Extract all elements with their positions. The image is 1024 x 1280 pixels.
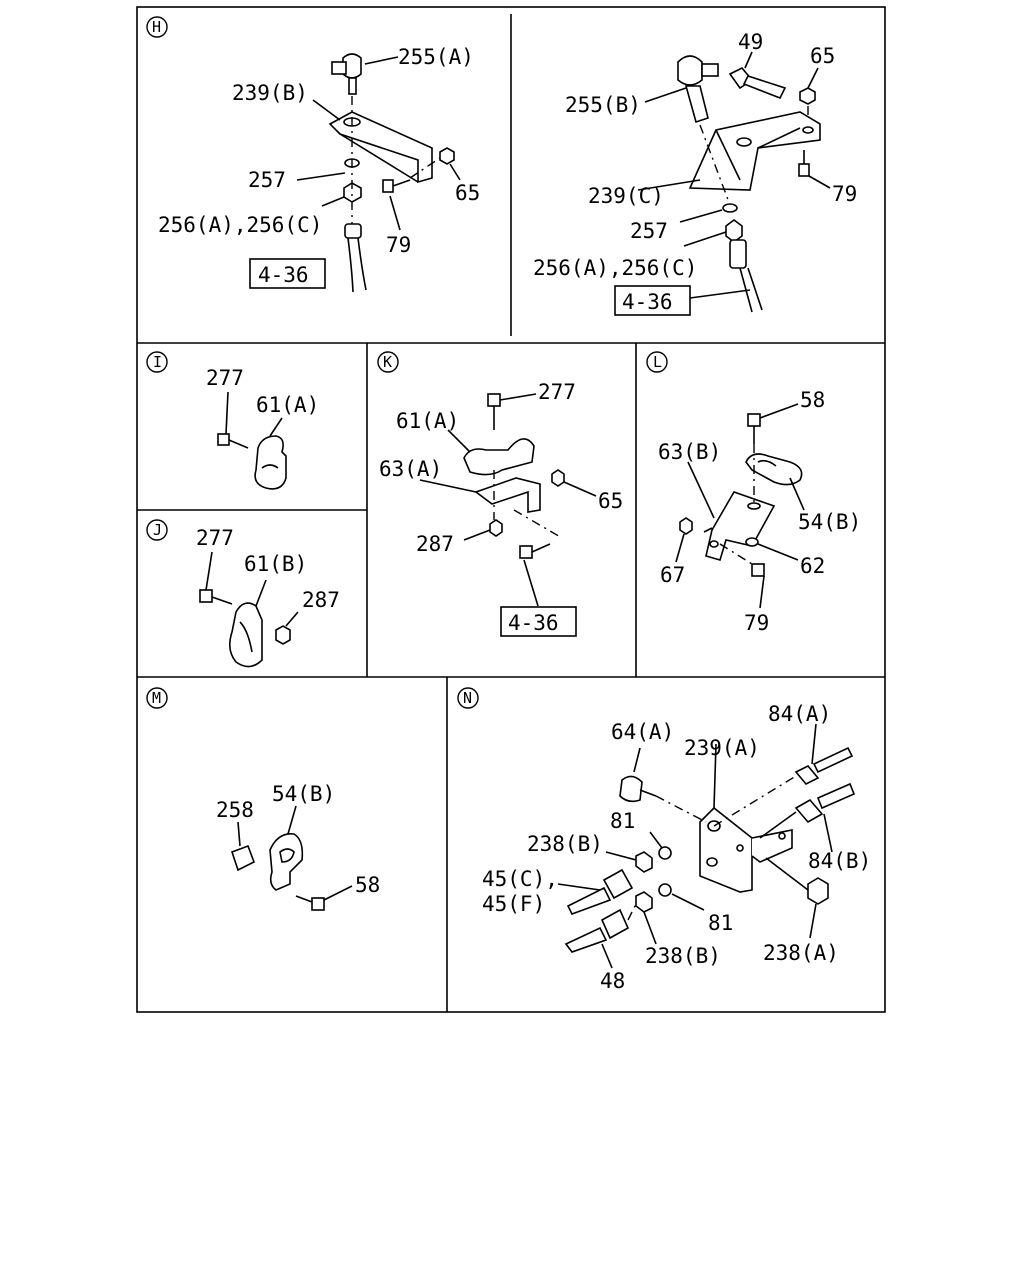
ref-box-4-36[interactable]: 4-36 bbox=[249, 258, 326, 289]
panel-m-marker-letter: M bbox=[152, 689, 161, 707]
panel-n-marker: N bbox=[457, 687, 479, 709]
label-277: 277 bbox=[206, 366, 244, 390]
label-79-right: 79 bbox=[832, 182, 857, 206]
panel-i: I 277 61(A) bbox=[146, 351, 319, 490]
label-84a: 84(A) bbox=[768, 702, 831, 726]
panel-i-drawing bbox=[217, 391, 287, 490]
label-62: 62 bbox=[800, 554, 825, 578]
panel-m: M 54(B) 258 58 bbox=[146, 687, 380, 911]
label-255b: 255(B) bbox=[565, 93, 641, 117]
label-58: 58 bbox=[800, 388, 825, 412]
panel-k-marker: K bbox=[377, 351, 399, 373]
label-67: 67 bbox=[660, 563, 685, 587]
panel-j-marker-letter: J bbox=[153, 521, 162, 539]
label-65-k: 65 bbox=[598, 489, 623, 513]
panel-k-marker-letter: K bbox=[383, 353, 392, 371]
label-45c: 45(C), bbox=[482, 867, 558, 891]
ref-box-4-36-k[interactable]: 4-36 bbox=[500, 606, 577, 637]
panel-i-marker-letter: I bbox=[153, 353, 162, 371]
label-84b: 84(B) bbox=[808, 849, 871, 873]
label-256a-256c-right: 256(A),256(C) bbox=[533, 256, 697, 280]
label-45f: 45(F) bbox=[482, 892, 545, 916]
panel-k: K 277 61(A) 63(A) 65 287 4-36 bbox=[377, 351, 623, 637]
label-79-l: 79 bbox=[744, 611, 769, 635]
panel-h-left-drawing bbox=[296, 53, 461, 293]
label-258: 258 bbox=[216, 798, 254, 822]
label-61b: 61(B) bbox=[244, 552, 307, 576]
label-81-top: 81 bbox=[610, 809, 635, 833]
ref-label: 4-36 bbox=[508, 611, 559, 635]
panel-h-right-drawing bbox=[637, 51, 831, 313]
label-65-right: 65 bbox=[810, 44, 835, 68]
panel-h: H bbox=[146, 16, 857, 316]
label-49: 49 bbox=[738, 30, 763, 54]
label-257-right: 257 bbox=[630, 219, 668, 243]
label-64a: 64(A) bbox=[611, 720, 674, 744]
label-239a: 239(A) bbox=[684, 736, 760, 760]
panel-n-marker-letter: N bbox=[463, 689, 472, 707]
label-79: 79 bbox=[386, 233, 411, 257]
label-238b-bottom: 238(B) bbox=[645, 944, 721, 968]
ref-label: 4-36 bbox=[258, 263, 309, 287]
label-256a-256c: 256(A),256(C) bbox=[158, 213, 322, 237]
label-287: 287 bbox=[302, 588, 340, 612]
panel-m-marker: M bbox=[146, 687, 168, 709]
label-277-j: 277 bbox=[196, 526, 234, 550]
panel-m-drawing bbox=[230, 805, 353, 911]
panel-k-drawing bbox=[419, 393, 597, 607]
label-239b: 239(B) bbox=[232, 81, 308, 105]
panel-i-marker: I bbox=[146, 351, 168, 373]
label-61a: 61(A) bbox=[256, 393, 319, 417]
label-61a-k: 61(A) bbox=[396, 409, 459, 433]
label-257: 257 bbox=[248, 168, 286, 192]
label-63a: 63(A) bbox=[379, 457, 442, 481]
panel-l-marker-letter: L bbox=[653, 353, 662, 371]
panel-j: J 277 61(B) 287 bbox=[146, 519, 340, 668]
label-65: 65 bbox=[455, 181, 480, 205]
label-238a: 238(A) bbox=[763, 941, 839, 965]
label-81-bottom: 81 bbox=[708, 911, 733, 935]
label-255a: 255(A) bbox=[398, 45, 474, 69]
label-238b-top: 238(B) bbox=[527, 832, 603, 856]
panel-l: L 58 63(B) 54(B) 62 67 79 bbox=[646, 351, 861, 635]
ref-label: 4-36 bbox=[622, 290, 673, 314]
ref-box-4-36-right[interactable]: 4-36 bbox=[614, 285, 691, 316]
panel-n-drawing bbox=[557, 723, 856, 969]
label-277-k: 277 bbox=[538, 380, 576, 404]
panel-h-marker-letter: H bbox=[152, 18, 161, 36]
label-48: 48 bbox=[600, 969, 625, 993]
label-287-k: 287 bbox=[416, 532, 454, 556]
panel-frames bbox=[136, 6, 886, 1013]
label-54b: 54(B) bbox=[798, 510, 861, 534]
panel-h-marker: H bbox=[146, 16, 168, 38]
label-54b-m: 54(B) bbox=[272, 782, 335, 806]
panel-j-marker: J bbox=[146, 519, 168, 541]
label-239c: 239(C) bbox=[588, 184, 664, 208]
label-63b: 63(B) bbox=[658, 440, 721, 464]
label-58-m: 58 bbox=[355, 873, 380, 897]
panel-l-marker: L bbox=[646, 351, 668, 373]
panel-j-drawing bbox=[199, 551, 299, 668]
panel-n: N bbox=[457, 687, 871, 993]
panel-l-drawing bbox=[675, 403, 805, 609]
